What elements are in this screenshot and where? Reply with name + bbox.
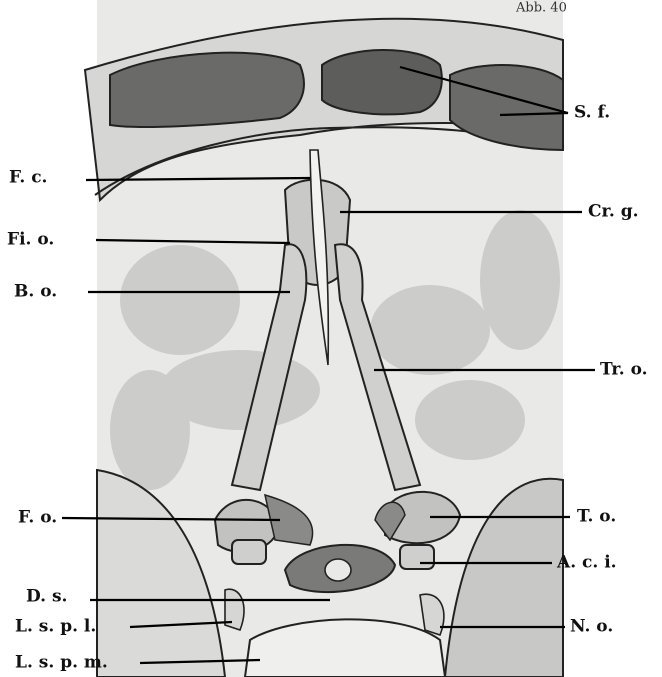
- label-fio: Fi. o.: [7, 230, 54, 250]
- label-fc: F. c.: [9, 168, 47, 188]
- label-crg: Cr. g.: [588, 202, 639, 222]
- figure-caption: Abb. 40: [515, 1, 567, 16]
- frontal-sinus-middle: [322, 50, 442, 114]
- frontal-sinus-left: [110, 53, 304, 127]
- carotid-left: [232, 540, 266, 564]
- label-fo: F. o.: [18, 508, 57, 528]
- label-no: N. o.: [570, 617, 613, 637]
- label-to: T. o.: [577, 507, 616, 527]
- label-bo: B. o.: [14, 282, 57, 302]
- label-tro: Tr. o.: [600, 360, 648, 380]
- label-aci: A. c. i.: [556, 553, 617, 573]
- label-sf: S. f.: [574, 103, 610, 123]
- label-lspl: L. s. p. l.: [15, 617, 96, 637]
- carotid-right: [400, 545, 434, 569]
- hypophysis: [325, 559, 351, 581]
- label-ds: D. s.: [26, 587, 67, 607]
- label-lspm: L. s. p. m.: [15, 653, 108, 673]
